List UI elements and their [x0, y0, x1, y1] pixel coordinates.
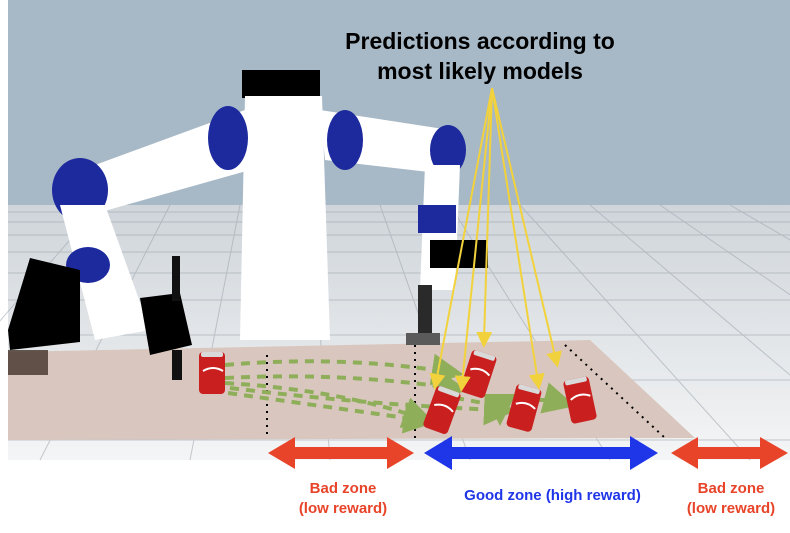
predictions-annotation-line2: most likely models — [377, 58, 583, 84]
bad-zone-left-label: Bad zone (low reward) — [268, 479, 418, 519]
predictions-annotation: Predictions according to most likely mod… — [300, 26, 660, 86]
coca-cola-can-icon — [563, 376, 597, 424]
bad-zone-left-title: Bad zone — [309, 480, 377, 497]
bad-zone-right-arrow — [671, 437, 788, 469]
bad-zone-left-subtitle: (low reward) — [298, 500, 388, 517]
bad-zone-right-title: Bad zone — [697, 480, 765, 497]
robot-left-hand — [140, 293, 192, 355]
bad-zone-right-subtitle: (low reward) — [686, 500, 776, 517]
robot-right-elbow-joint — [430, 125, 466, 175]
robot-right-wrist-joint — [418, 205, 456, 233]
robot-left-finger — [172, 256, 180, 301]
coca-cola-can-icon — [506, 384, 542, 432]
robot — [8, 70, 488, 380]
robot-head — [242, 70, 320, 98]
robot-right-shoulder-joint — [327, 110, 363, 170]
predictions-annotation-line1: Predictions according to — [345, 28, 615, 54]
robot-right-gripper-pad — [406, 333, 440, 345]
good-zone-arrow — [424, 436, 658, 470]
robot-left-finger-tip — [172, 350, 182, 380]
table-top — [8, 340, 695, 440]
good-zone-title: Good zone (high reward) — [464, 487, 641, 504]
table-shadow-left — [8, 350, 48, 375]
robot-torso — [240, 96, 330, 340]
good-zone-label: Good zone (high reward) — [430, 486, 675, 506]
robot-right-gripper-finger — [418, 285, 432, 340]
prediction-arrows — [429, 87, 562, 392]
robot-left-gripper-block — [8, 258, 80, 350]
bad-zone-right-label: Bad zone (low reward) — [672, 479, 790, 519]
coca-cola-can-icon — [199, 352, 225, 394]
bad-zone-left-arrow — [268, 437, 414, 469]
robot-left-shoulder-joint — [208, 106, 248, 170]
